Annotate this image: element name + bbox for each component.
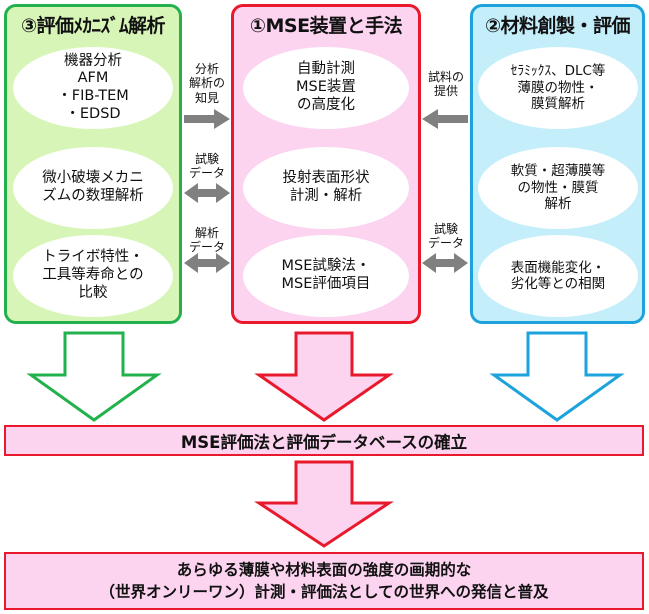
panel-title-mechanism-analysis: ③評価ﾒｶﾆｽﾞﾑ解析 — [20, 15, 166, 37]
double-arrow-icon — [184, 183, 230, 203]
oval-instrument-analysis: 機器分析 AFM ・FIB-TEM ・EDSD — [13, 47, 173, 129]
panel-mechanism-analysis: ③評価ﾒｶﾆｽﾞﾑ解析 機器分析 AFM ・FIB-TEM ・EDSD 微小破壊… — [4, 4, 182, 324]
oval-surface-shape: 投射表面形状 計測・解析 — [243, 147, 409, 229]
oval-ceramics-dlc: ｾﾗﾐｯｸｽ、DLC等 薄膜の物性・ 膜質解析 — [478, 47, 638, 129]
oval-soft-thin-film: 軟質・超薄膜等 の物性・膜質 解析 — [478, 147, 638, 229]
oval-tribology-comparison: トライボ特性・ 工具等寿命との 比較 — [13, 235, 173, 317]
connector-label-test-data-left: 試験 データ — [188, 152, 225, 181]
connector-label-test-data-right: 試験 データ — [427, 222, 464, 251]
oval-mse-test-method: MSE試験法・ MSE評価項目 — [243, 235, 409, 317]
connector-label-analysis-data: 解析 データ — [188, 226, 225, 255]
oval-auto-measurement: 自動計測 MSE装置 の高度化 — [243, 47, 409, 129]
panel-material-creation: ②材料創製・評価 ｾﾗﾐｯｸｽ、DLC等 薄膜の物性・ 膜質解析 軟質・超薄膜等… — [470, 4, 645, 324]
panel-title-material-creation: ②材料創製・評価 — [484, 15, 631, 37]
arrow-left-icon — [422, 109, 468, 129]
arrow-down-icon — [489, 331, 625, 422]
band-global-dissemination: あらゆる薄膜や材料表面の強度の画期的な （世界オンリーワン）計測・評価法としての… — [4, 552, 644, 610]
connector-label-analysis-knowledge: 分析 解析の 知見 — [188, 62, 225, 105]
panel-title-mse-device-method: ①MSE装置と手法 — [249, 15, 403, 37]
arrow-down-icon — [254, 331, 394, 422]
oval-fracture-analysis: 微小破壊メカニ ズムの数理解析 — [13, 147, 173, 229]
panel-mse-device-method: ①MSE装置と手法 自動計測 MSE装置 の高度化 投射表面形状 計測・解析 M… — [231, 4, 421, 324]
arrow-down-icon — [254, 460, 394, 548]
oval-surface-function-change: 表面機能変化・ 劣化等との相関 — [478, 235, 638, 317]
band-mse-database-establishment: MSE評価法と評価データベースの確立 — [4, 425, 644, 456]
double-arrow-icon — [184, 253, 230, 273]
double-arrow-icon — [422, 253, 468, 273]
connector-label-sample-provision: 試料の 提供 — [427, 70, 464, 99]
arrow-right-icon — [184, 109, 230, 129]
arrow-down-icon — [26, 331, 162, 422]
